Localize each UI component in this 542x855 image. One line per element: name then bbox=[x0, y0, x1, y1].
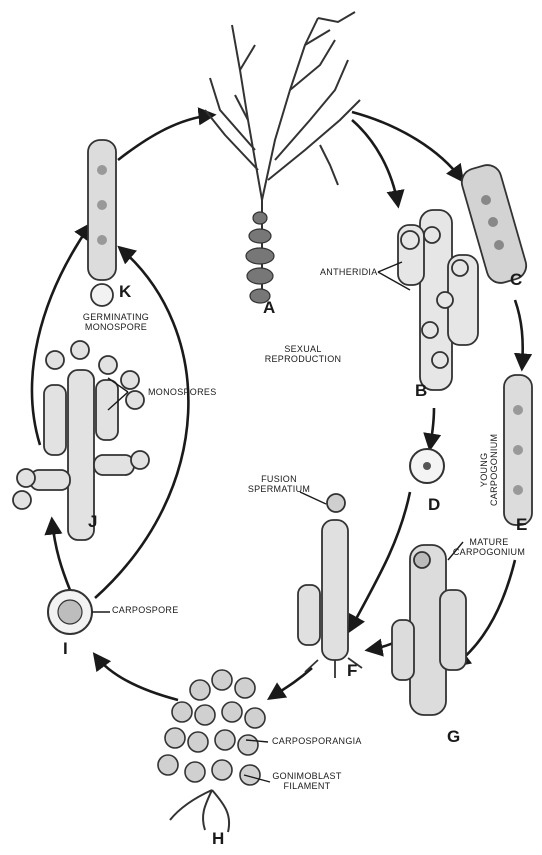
antheridia-label: ANTHERIDIA bbox=[320, 268, 378, 278]
stage-label-a: A bbox=[263, 299, 275, 318]
stage-label-d: D bbox=[428, 496, 440, 515]
stage-label-b: B bbox=[415, 382, 427, 401]
fertilisation-f bbox=[298, 494, 362, 678]
thallus-a-rhizoid bbox=[246, 212, 274, 303]
label-pointers bbox=[92, 262, 463, 782]
arrow-a-to-b bbox=[352, 120, 398, 205]
mature-carpogonium-line2: CARPOGONIUM bbox=[446, 548, 532, 558]
stage-label-k: K bbox=[119, 283, 131, 302]
stage-label-j: J bbox=[88, 513, 97, 532]
stage-label-e: E bbox=[516, 516, 527, 535]
carposporangia-label: CARPOSPORANGIA bbox=[272, 737, 362, 747]
carposporangia-h bbox=[158, 670, 265, 832]
gonimoblast-filament-label: GONIMOBLAST FILAMENT bbox=[262, 772, 352, 792]
mature-carpogonium-g bbox=[392, 545, 466, 715]
arrow-d-to-f bbox=[350, 492, 410, 630]
spermatium-d bbox=[410, 449, 444, 483]
arrow-a-to-c bbox=[352, 112, 462, 180]
stage-label-i: I bbox=[63, 640, 68, 659]
germinating-monospore-line2: MONOSPORE bbox=[66, 323, 166, 333]
fusion-spermatium-label: FUSION SPERMATIUM bbox=[244, 475, 314, 495]
carpospore-label: CARPOSPORE bbox=[112, 606, 179, 616]
sexual-reproduction-line2: REPRODUCTION bbox=[248, 355, 358, 365]
stage-label-h: H bbox=[212, 830, 224, 849]
young-carpogonium-label: YOUNG CARPOGONIUM bbox=[480, 434, 500, 506]
monospores-label: MONOSPORES bbox=[148, 388, 217, 398]
mature-carpogonium-label: MATURE CARPOGONIUM bbox=[446, 538, 532, 558]
arrow-b-to-d bbox=[430, 408, 434, 448]
stage-label-f: F bbox=[347, 662, 357, 681]
gonimoblast-filament-line2: FILAMENT bbox=[262, 782, 352, 792]
sexual-reproduction-label: SEXUAL REPRODUCTION bbox=[248, 345, 358, 365]
carpospore-i bbox=[48, 590, 92, 634]
young-carpogonium-e bbox=[504, 375, 532, 525]
stage-label-g: G bbox=[447, 728, 460, 747]
stage-label-c: C bbox=[510, 271, 522, 290]
germinating-monospore-k bbox=[88, 140, 116, 306]
young-carpogonium-line2: CARPOGONIUM bbox=[490, 434, 500, 506]
antheridial-branch-b bbox=[398, 210, 478, 390]
arrow-h-to-i bbox=[95, 655, 178, 700]
fusion-spermatium-line2: SPERMATIUM bbox=[244, 485, 314, 495]
germinating-monospore-label: GERMINATING MONOSPORE bbox=[66, 313, 166, 333]
arrow-c-to-e bbox=[515, 300, 523, 368]
thallus-a-drawing bbox=[205, 12, 360, 300]
arrow-k-to-a bbox=[118, 115, 213, 160]
